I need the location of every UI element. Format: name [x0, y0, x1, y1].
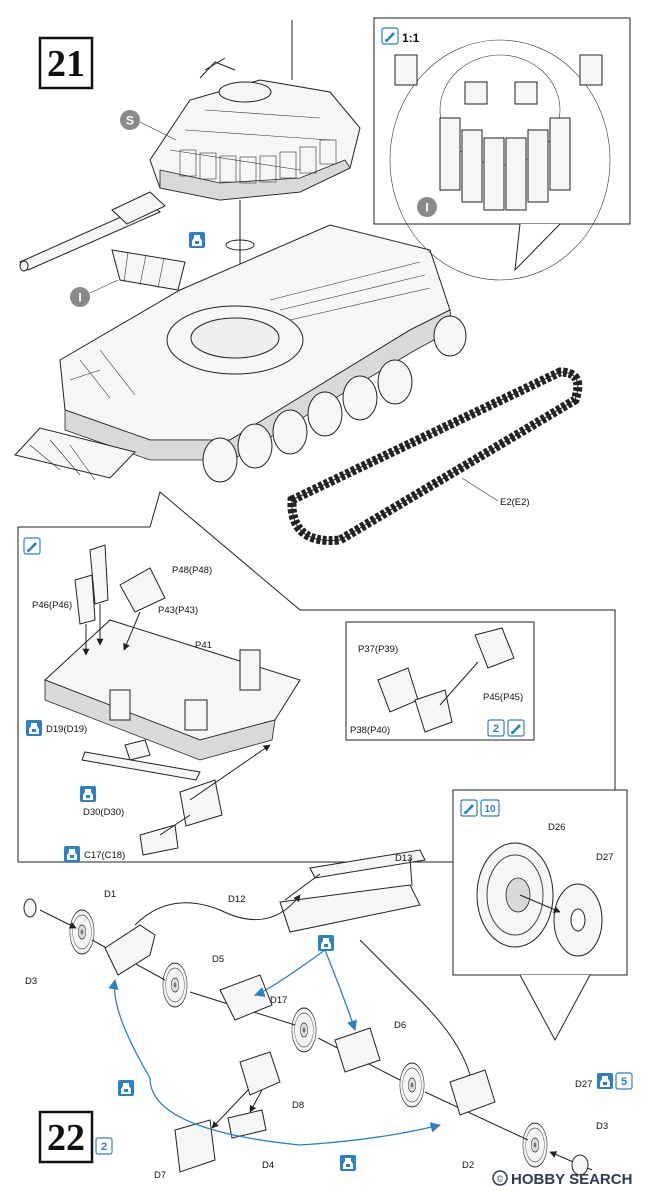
label-d13: D13: [395, 853, 412, 864]
label-d2: D2: [462, 1160, 474, 1171]
hull: [59, 224, 453, 461]
label-d12: D12: [228, 894, 245, 905]
bracket-d8: [239, 1051, 281, 1096]
inset-top-right: 1:1 I: [373, 17, 631, 281]
cement-icon-d17: [318, 935, 334, 951]
fender-inset: P48(P48) P46(P46) P43(P43) P41 D19(D19) …: [17, 491, 616, 863]
suspension-bar: [279, 849, 426, 933]
label-d1: D1: [104, 889, 116, 900]
label-d4: D4: [262, 1160, 274, 1171]
cap-d3-left: [23, 898, 37, 918]
label-d30: D30(D30): [83, 807, 124, 818]
multiplier-badge-10: 10: [480, 799, 500, 817]
track-assembly: E2(E2): [287, 367, 583, 545]
label-p43: P43(P43): [158, 605, 198, 616]
label-p48: P48(P48): [172, 565, 212, 576]
label-d19: D19(D19): [46, 724, 87, 735]
label-p37: P37(P39): [358, 644, 398, 655]
label-d6: D6: [394, 1020, 406, 1031]
label-p38: P38(P40): [350, 725, 390, 736]
cement-icon-left: [118, 1080, 134, 1096]
inset-scale: 1:1: [402, 31, 420, 45]
wheel-inset: 10 D26 D27: [452, 789, 628, 1042]
label-d3-right: D3: [596, 1121, 608, 1132]
cap-d3-right: [571, 1154, 589, 1176]
arm-d6: [334, 1027, 381, 1073]
label-d3-left: D3: [25, 976, 37, 987]
marker-i-main: I: [70, 279, 119, 307]
svg-text:5: 5: [621, 1076, 627, 1088]
marker-i-inset: I: [425, 201, 428, 215]
cement-icon: [189, 232, 205, 248]
cement-icon-bottom: [340, 1155, 356, 1171]
arm-d5: [219, 974, 273, 1021]
svg-text:I: I: [78, 291, 81, 305]
svg-text:10: 10: [484, 804, 496, 815]
multiplier-badge: 2: [487, 719, 505, 737]
label-p41: P41: [195, 640, 212, 651]
hobby-search-watermark: © HOBBY SEARCH: [492, 1170, 632, 1188]
fender-part: [14, 427, 136, 481]
label-p45: P45(P45): [483, 692, 523, 703]
step-21-badge: 21: [38, 36, 94, 90]
shaft-d4: [227, 1109, 267, 1139]
label-d27-inset: D27: [596, 852, 613, 863]
arm-d2: [449, 1069, 496, 1116]
watermark-text: HOBBY SEARCH: [511, 1171, 632, 1188]
fender-sub-inset: P37(P39) P45(P45) P38(P40) 2: [345, 621, 535, 741]
paint-brush-icon-4: [460, 799, 478, 817]
label-c17: C17(C18): [84, 850, 125, 861]
road-wheel-3: [291, 1007, 317, 1053]
main-gun-barrel: [19, 191, 166, 272]
step-22-badge: 22 2: [38, 1110, 113, 1164]
label-d17: D17: [270, 995, 287, 1006]
cement-icon-d30: [80, 786, 96, 802]
road-wheels-row: [202, 315, 467, 483]
track-label: E2(E2): [500, 497, 530, 508]
reactive-armor-blocks: [111, 249, 186, 291]
marker-s: S: [120, 110, 177, 141]
road-wheel-5: [522, 1122, 548, 1168]
label-d7: D7: [154, 1170, 166, 1181]
step-22-multiplier: 2: [101, 1141, 107, 1153]
step-21-number: 21: [47, 43, 85, 85]
road-wheel-2: [162, 962, 188, 1008]
paint-brush-icon: [381, 27, 399, 45]
label-d26: D26: [548, 822, 565, 833]
svg-text:©: ©: [497, 1174, 504, 1184]
label-d8: D8: [292, 1100, 304, 1111]
bracket-d7: [174, 1119, 216, 1173]
cement-icon-d27: [597, 1073, 613, 1089]
multiplier-badge-d27: 5: [615, 1072, 633, 1090]
paint-brush-icon-3: [507, 719, 525, 737]
cement-icon-c17: [64, 846, 80, 862]
cement-icon-d19: [26, 720, 42, 736]
label-d27-bottom: D27: [575, 1079, 592, 1090]
svg-text:S: S: [126, 114, 134, 128]
label-p46: P46(P46): [32, 600, 72, 611]
label-d5: D5: [212, 954, 224, 965]
paint-brush-icon-2: [23, 537, 41, 555]
arm-d1: [104, 924, 156, 976]
turret: [149, 20, 361, 201]
road-wheel-1: [69, 909, 95, 955]
svg-text:2: 2: [493, 723, 499, 735]
step-22-number: 22: [47, 1117, 85, 1159]
road-wheel-4: [399, 1062, 425, 1108]
